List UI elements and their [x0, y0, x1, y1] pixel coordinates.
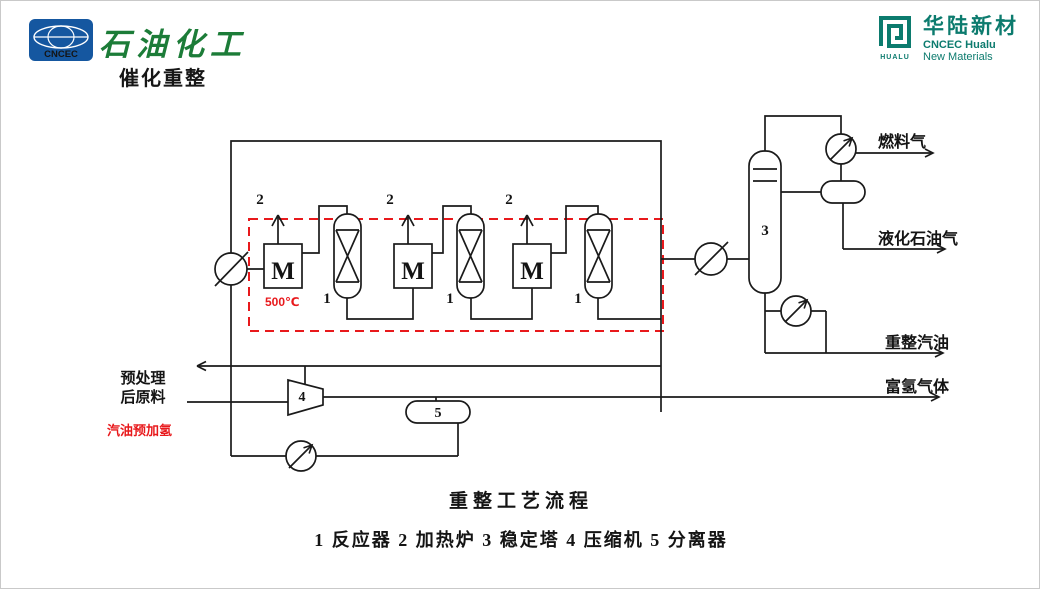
diagram-caption: 重整工艺流程	[449, 489, 593, 512]
pipe-cooler-run	[231, 423, 459, 457]
furnace-3-symbol: M	[520, 258, 544, 285]
feed-label-line2: 后原料	[120, 388, 165, 406]
pipe-main-loop	[230, 140, 662, 412]
hualu-name-cn: 华陆新材	[923, 15, 1019, 38]
output-fuel-gas: 燃料气	[878, 132, 926, 151]
reactor-2-bed	[458, 229, 483, 283]
furnace-3-stack-arrow	[520, 214, 534, 244]
cncec-logo-graphic: CNCEC	[29, 19, 93, 61]
brand-name-cn: 石油化工	[99, 27, 247, 62]
hualu-name-en1: CNCEC Hualu	[923, 39, 996, 51]
reactor-2-number: 1	[446, 291, 454, 307]
furnace-2	[393, 243, 433, 289]
furnace-3	[512, 243, 552, 289]
furnace-1-number: 2	[256, 192, 264, 208]
furnace-1-stack-arrow	[271, 214, 285, 244]
diagram-labels: 500℃ M M M 2 2 2 1 1 1 3 4 5 预处理 后原料 汽油预…	[107, 132, 958, 550]
process-pipes	[187, 115, 945, 457]
reflux-drum	[820, 180, 866, 204]
cncec-logo: CNCEC	[29, 19, 93, 66]
heat-exchanger-1-diagonal	[214, 251, 249, 287]
separator-number: 5	[435, 406, 442, 421]
hualu-icon-caption: HUALU	[880, 54, 910, 61]
output-hydrogen: 富氢气体	[885, 377, 950, 396]
diagram-legend: 1 反应器 2 加热炉 3 稳定塔 4 压缩机 5 分离器	[314, 529, 728, 550]
heat-exchanger-2-diagonal	[694, 241, 729, 276]
output-lpg: 液化石油气	[878, 229, 958, 248]
furnace-2-number: 2	[386, 192, 394, 208]
hualu-name-en2: New Materials	[923, 51, 993, 63]
temperature-label: 500℃	[265, 295, 300, 309]
reactor-1-bed	[335, 229, 360, 283]
reactor-1-number: 1	[323, 291, 331, 307]
furnace-1	[263, 243, 303, 289]
pipe-lpg	[842, 203, 945, 249]
cooler-overhead-arrow	[829, 136, 854, 161]
cooler-bottom-arrow	[288, 443, 314, 469]
equipment	[214, 133, 866, 472]
output-reformate: 重整汽油	[885, 333, 949, 352]
furnace-2-symbol: M	[401, 258, 425, 285]
reactor-3-number: 1	[574, 291, 582, 307]
furnace-3-number: 2	[505, 192, 513, 208]
reactor-3-bed	[586, 229, 611, 283]
feed-note: 汽油预加氢	[107, 423, 172, 438]
page-title: 催化重整	[119, 68, 207, 90]
cncec-logo-text: CNCEC	[44, 49, 78, 60]
furnace-2-stack-arrow	[401, 214, 415, 244]
pipe-reformate	[764, 293, 943, 353]
feed-label-line1: 预处理	[120, 369, 165, 387]
column-trays	[753, 168, 777, 182]
hualu-logo: HUALU 华陆新材 CNCEC Hualu New Materials	[875, 15, 1019, 63]
cncec-logo-bg	[29, 19, 93, 61]
cooler-bottoms-arrow	[784, 298, 809, 323]
compressor-number: 4	[299, 390, 306, 405]
compressor	[287, 378, 324, 417]
furnace-1-symbol: M	[271, 258, 295, 285]
stabilizer-column	[748, 150, 782, 294]
separator-vessel	[405, 400, 471, 424]
equipment-symbols	[214, 136, 854, 469]
reactor-zone-highlight-box	[248, 218, 664, 332]
recycle-arrowhead	[196, 360, 207, 372]
hualu-maze-icon	[879, 16, 911, 48]
stabilizer-number: 3	[761, 223, 769, 239]
